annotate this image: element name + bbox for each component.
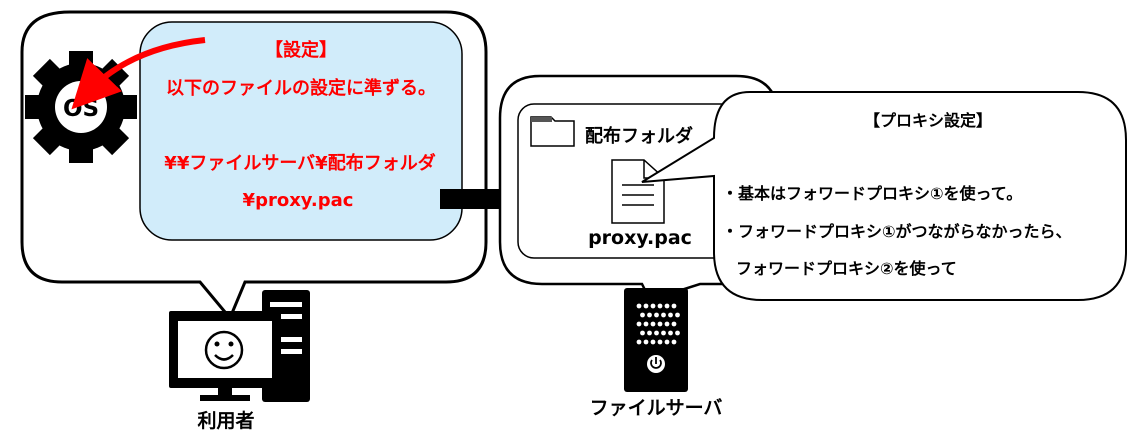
vent-dot [640,312,645,318]
vent-dot [657,303,663,309]
distribution-folder-box: 配布フォルダ proxy.pac [517,103,745,259]
vent-dot [636,321,642,327]
proxy-settings-callout: 【プロキシ設定】 ・基本はフォワードプロキシ①を使って。 ・フォワードプロキシ①… [641,91,1127,301]
vent-dot [675,330,680,336]
vent-dot [654,312,659,318]
vent-dot [650,321,656,327]
vent-dot [661,330,666,336]
vent-dot [671,303,677,309]
vent-dot [664,303,670,309]
vent-dot [668,312,673,318]
vent-dot [640,330,645,336]
server-label: ファイルサーバ [590,397,723,419]
proxy-line3: フォワードプロキシ②を使って [736,259,957,278]
proxy-title: 【プロキシ設定】 [864,111,992,130]
settings-title: 【設定】 [265,39,337,61]
vent-dot [664,339,670,345]
settings-box: 【設定】 以下のファイルの設定に準ずる。 ¥¥ファイルサーバ¥配布フォルダ ¥p… [139,21,463,241]
folder-label: 配布フォルダ [585,125,693,147]
settings-line: 以下のファイルの設定に準ずる。 [166,77,436,99]
vent-dot [643,303,649,309]
vent-dot [647,312,652,318]
vent-dot [668,330,673,336]
user-computer-icon [169,290,310,402]
vent-dot [671,321,677,327]
user-label: 利用者 [197,410,254,432]
settings-path-line1: ¥¥ファイルサーバ¥配布フォルダ [164,152,435,174]
pac-file-label: proxy.pac [588,227,692,249]
vent-dot [650,339,656,345]
server-vent-grid [636,303,680,345]
smiley-face-icon [204,330,244,370]
vent-dot [636,339,642,345]
vent-dot [661,312,666,318]
vent-dot [636,303,642,309]
vent-dot [650,303,656,309]
vent-dot [647,330,652,336]
settings-path-line2: ¥proxy.pac [243,190,354,211]
vent-dot [643,339,649,345]
vent-dot [657,321,663,327]
power-icon [650,357,662,369]
vent-dot [675,312,680,318]
os-label: OS [63,96,99,122]
vent-dot [643,321,649,327]
vent-dot [657,339,663,345]
proxy-line2: ・フォワードプロキシ①がつながらなかったら、 [722,222,1072,241]
vent-dot [671,339,677,345]
vent-dot [664,321,670,327]
proxy-line1: ・基本はフォワードプロキシ①を使って。 [722,184,1022,203]
vent-dot [654,330,659,336]
folder-icon [530,116,575,147]
file-server-icon [624,288,688,392]
red-curved-arrow [71,37,206,110]
